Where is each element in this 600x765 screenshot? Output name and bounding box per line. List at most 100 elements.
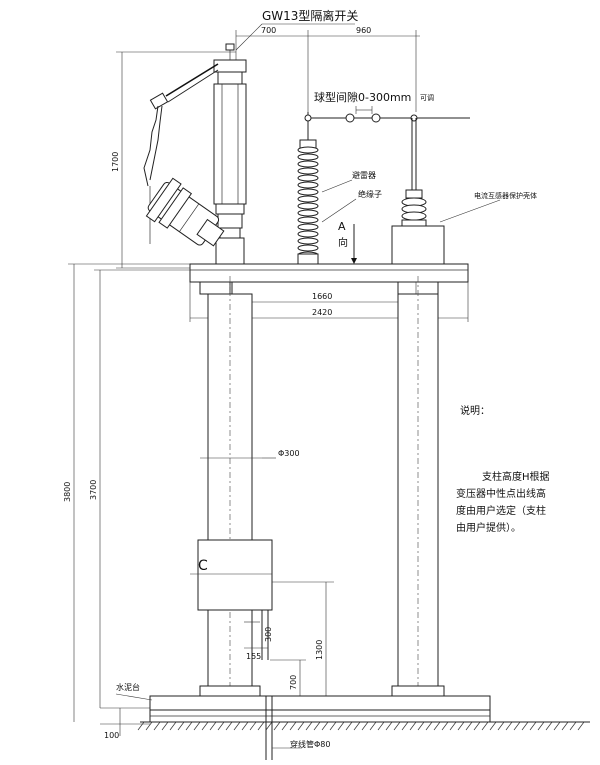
ground-hatch-line [537, 721, 545, 731]
dim-3700: 3700 [89, 480, 98, 500]
ground-hatch-line [513, 721, 521, 731]
arrester-shed [297, 237, 319, 245]
arrester-shed [297, 181, 319, 189]
notes-line-1: 支柱高度H根据 [482, 470, 550, 483]
ground-hatch-line [153, 721, 161, 731]
ground-hatch-line [145, 721, 153, 731]
ground-hatch-line [433, 721, 441, 731]
dim-3800: 3800 [63, 482, 72, 502]
ground-hatch-line [209, 721, 217, 731]
ground-hatch-line [377, 721, 385, 731]
ground-hatch-line [305, 721, 313, 731]
ground-hatch-line [345, 721, 353, 731]
arrester-shed [297, 244, 319, 252]
box-letter: C [198, 558, 208, 574]
ground-hatch-line [201, 721, 209, 731]
ground-hatch-line [529, 721, 537, 731]
ground-hatch-line [353, 721, 361, 731]
arrester-shed [297, 146, 319, 154]
arrester-shed [297, 230, 319, 238]
dim-1660: 1660 [312, 292, 332, 301]
ground-hatch-line [409, 721, 417, 731]
notes-heading: 说明： [460, 404, 490, 417]
dim-2420: 2420 [312, 308, 332, 317]
ground-hatch-line [577, 721, 585, 731]
ground-hatch-line [257, 721, 265, 731]
ground-hatch-line [249, 721, 257, 731]
ground-hatch-line [217, 721, 225, 731]
right-support-column [397, 276, 439, 706]
ground-hatch-line [241, 721, 249, 731]
ground-hatch-line [273, 721, 281, 731]
ground-hatch-line [289, 721, 297, 731]
ground-hatch-line [505, 721, 513, 731]
label-view-a: A [338, 220, 346, 233]
dim-155: 155 [246, 652, 261, 661]
ground-hatch-line [161, 721, 169, 731]
foundation: 水泥台 [115, 682, 590, 723]
arrester-shed [297, 223, 319, 231]
ground-hatch-line [457, 721, 465, 731]
ground-hatch-line [225, 721, 233, 731]
disconnector-column [213, 43, 247, 265]
switch-blade-arm [143, 63, 219, 244]
ground-hatch-line [481, 721, 489, 731]
arrester-shed [297, 216, 319, 224]
ground-hatch-line [417, 721, 425, 731]
dim-1700: 1700 [111, 152, 120, 172]
dim-960-top: 960 [356, 26, 371, 35]
dim-1300: 1300 [315, 640, 324, 660]
conduit-pipe: 穿线管Φ80 [265, 696, 330, 760]
ground-hatch-line [297, 721, 305, 731]
label-adjustable: 可调 [420, 93, 434, 102]
ground-hatch-line [401, 721, 409, 731]
dim-300: 300 [264, 627, 273, 642]
arrester-shed [297, 153, 319, 161]
ball-gap-assembly: 球型间隙0-300mm 可调 [304, 90, 470, 123]
ground-hatch-line [137, 721, 145, 731]
ground-hatch-line [489, 721, 497, 731]
dim-1700-group: 1700 [111, 51, 236, 269]
ground-hatch-line [385, 721, 393, 731]
box-height-dimensions: 1300 700 [270, 581, 334, 708]
arrester-shed [297, 160, 319, 168]
ct-bushing [401, 118, 427, 227]
ground-hatch-line [497, 721, 505, 731]
view-a-marker: A 向 [338, 220, 357, 264]
arrester-shed [297, 202, 319, 210]
dim-700-top: 700 [261, 26, 276, 35]
ground-hatch-line [473, 721, 481, 731]
arrester-base [297, 253, 319, 265]
ground-hatch-line [281, 721, 289, 731]
notes-line-4: 由用户提供）。 [456, 521, 521, 534]
dim-phi300: Φ300 [278, 449, 300, 458]
ground-hatch-line [393, 721, 401, 731]
ground-hatch-line [465, 721, 473, 731]
notes-line-2: 变压器中性点出线高 [456, 487, 546, 500]
ground-hatch-line [569, 721, 577, 731]
arrester-shed [297, 167, 319, 175]
label-insulator: 绝缘子 [358, 189, 382, 199]
label-conduit: 穿线管Φ80 [290, 739, 330, 749]
ground-hatch-line [425, 721, 433, 731]
ground-hatch-line [329, 721, 337, 731]
ground-hatch-line [545, 721, 553, 731]
drawing-title: GW13型隔离开关 [262, 8, 358, 23]
ct-protective-shell [391, 225, 445, 265]
ground-hatch-line [449, 721, 457, 731]
label-ct-shell: 电流互感器保护壳体 [474, 191, 537, 200]
ground-hatch-line [561, 721, 569, 731]
ground-hatch-line [553, 721, 561, 731]
notes-block: 说明： 支柱高度H根据 变压器中性点出线高 度由用户选定（支柱 由用户提供）。 [456, 404, 550, 534]
ground-hatch-line [369, 721, 377, 731]
ground-hatch-line [441, 721, 449, 731]
arrester-shed [297, 188, 319, 196]
arrester-shed [297, 174, 319, 182]
ground-hatch-line [193, 721, 201, 731]
ground-hatch-line [361, 721, 369, 731]
ground-hatch-line [233, 721, 241, 731]
dim-700-side: 700 [289, 675, 298, 690]
ground-hatch-line [169, 721, 177, 731]
label-cement-base: 水泥台 [116, 682, 140, 692]
